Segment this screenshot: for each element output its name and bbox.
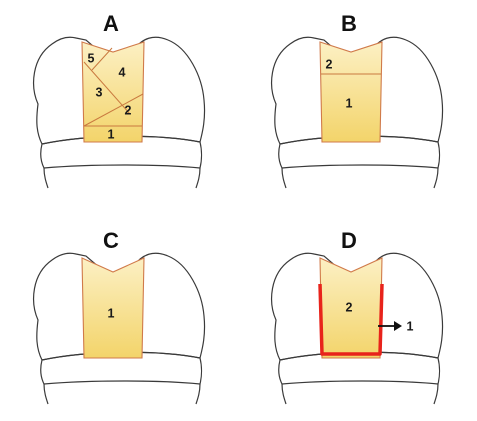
tooth-b-root-right <box>433 167 439 189</box>
increment-b-1: 1 <box>346 96 353 110</box>
tooth-d-root-right <box>433 383 439 405</box>
panel-d-label: D <box>341 228 357 253</box>
tooth-c-cej-band <box>40 357 203 385</box>
increment-line-a-2 <box>83 93 144 127</box>
arrow-head-icon <box>394 321 402 331</box>
tooth-c-root-left <box>43 383 49 405</box>
arrow-label-liner: 1 <box>407 319 414 333</box>
tooth-c: 1 <box>33 252 206 405</box>
tooth-a: 12 3 4 5 <box>33 36 206 189</box>
tooth-d: 21 <box>271 252 444 405</box>
tooth-b-cej-band <box>278 141 441 169</box>
panel-c-label: C <box>103 228 119 253</box>
panel-b-label: B <box>341 11 357 36</box>
liner-layer <box>318 283 384 356</box>
increment-a-4: 4 <box>119 65 126 79</box>
increment-a-5: 5 <box>88 51 95 65</box>
restoration-a <box>81 41 145 143</box>
increment-a-3: 3 <box>96 85 103 99</box>
tooth-a-root-left <box>43 167 49 189</box>
tooth-d-cej-band <box>278 357 441 385</box>
tooth-d-root-left <box>281 383 287 405</box>
increment-a-1: 1 <box>108 127 115 141</box>
tooth-b-root-left <box>281 167 287 189</box>
tooth-a-cej-band <box>40 141 203 169</box>
tooth-c-root-right <box>195 383 201 405</box>
tooth-a-root-right <box>195 167 201 189</box>
tooth-b: 21 <box>271 36 444 189</box>
increment-b-2: 2 <box>326 57 333 71</box>
restoration-c <box>81 257 145 359</box>
increment-line-a-4 <box>91 47 113 71</box>
increment-a-2: 2 <box>125 103 132 117</box>
restoration-b <box>319 41 383 143</box>
increment-line-a-3 <box>83 61 131 115</box>
increment-c-1: 1 <box>108 306 115 320</box>
panel-a-label: A <box>103 11 119 36</box>
increment-d-2: 2 <box>346 300 353 314</box>
